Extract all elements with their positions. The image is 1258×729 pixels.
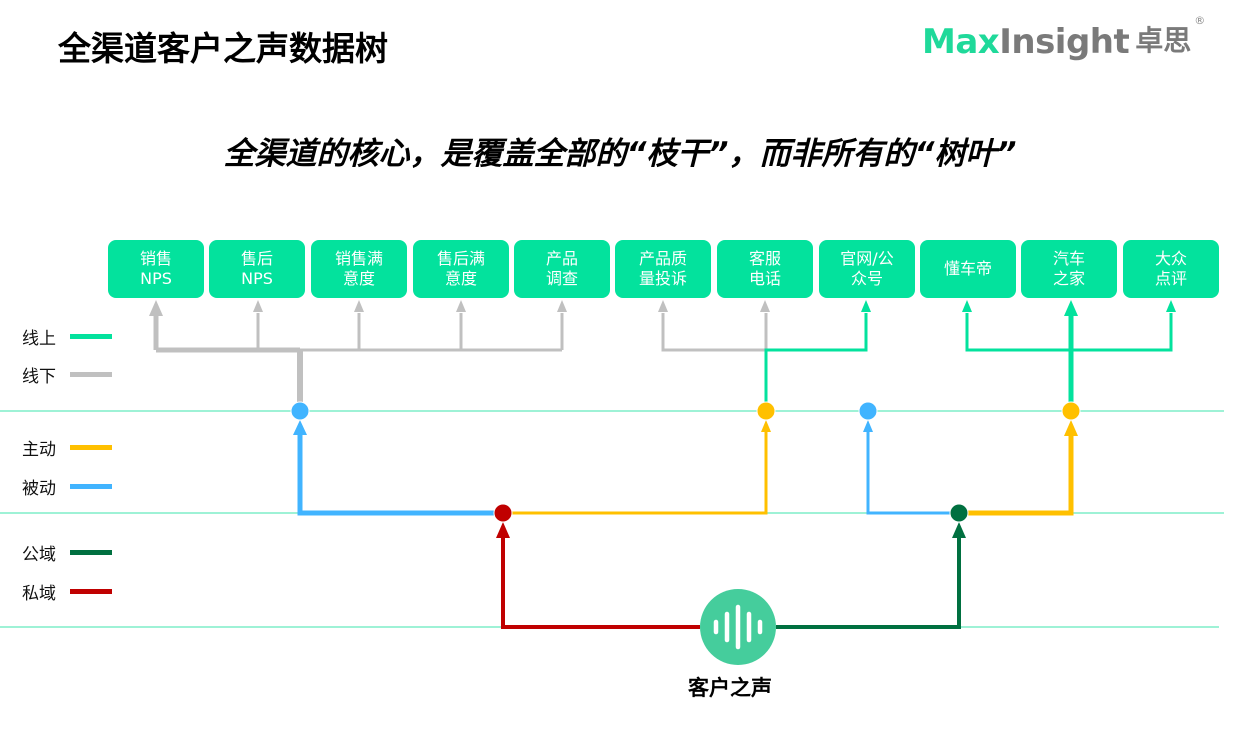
legend-label: 被动 xyxy=(22,479,56,499)
leaf-node-website-wechat: 官网/公 众号 xyxy=(819,240,915,298)
branch-bar xyxy=(965,313,1173,352)
sound-wave-icon xyxy=(713,604,763,650)
legend-swatch-offline xyxy=(70,372,112,377)
arrowheads-offline xyxy=(149,300,770,316)
line-active-2 xyxy=(959,434,1074,516)
root-node xyxy=(700,589,776,665)
arrowhead xyxy=(1064,420,1078,436)
line-public xyxy=(776,536,961,629)
legend-label: 线上 xyxy=(22,329,56,349)
root-label: 客户之声 xyxy=(688,676,772,700)
leaf-node-aftersales-nps: 售后 NPS xyxy=(209,240,305,298)
line-passive-1 xyxy=(297,434,503,516)
arrowheads-online xyxy=(962,300,1176,316)
arrowhead xyxy=(1064,300,1078,316)
arrowhead xyxy=(863,420,873,432)
leaf-node-sales-satisfaction: 销售满 意度 xyxy=(311,240,407,298)
leaf-node-autohome: 汽车 之家 xyxy=(1021,240,1117,298)
branch-trunk-online xyxy=(764,313,868,403)
legend-private: 私域 xyxy=(22,579,112,604)
logo-text-cn: 卓思 xyxy=(1135,24,1192,57)
node-active-2 xyxy=(1061,401,1081,421)
arrowhead xyxy=(760,300,770,312)
leaf-node-service-phone: 客服 电话 xyxy=(717,240,813,298)
page-title: 全渠道客户之声数据树 xyxy=(58,29,388,68)
legend-label: 公域 xyxy=(22,545,56,565)
arrowhead xyxy=(962,300,972,312)
arrowhead xyxy=(456,300,466,312)
legend-swatch-public xyxy=(70,550,112,555)
arrowhead xyxy=(1166,300,1176,312)
node-passive-1 xyxy=(290,401,310,421)
logo-text-insight: Insight xyxy=(999,22,1130,62)
branch-bar-offline xyxy=(661,313,768,352)
arrowhead xyxy=(149,300,163,316)
legend-active: 主动 xyxy=(22,435,112,460)
legend-offline: 线下 xyxy=(22,362,112,387)
node-active-1 xyxy=(756,401,776,421)
legend-label: 线下 xyxy=(22,367,56,387)
branch-active-group-1 xyxy=(661,313,868,403)
line-passive-2 xyxy=(866,432,959,515)
arrowhead xyxy=(952,522,966,538)
logo-text-max: Max xyxy=(922,22,1000,62)
legend-passive: 被动 xyxy=(22,474,112,499)
node-private xyxy=(493,503,513,523)
arrowhead xyxy=(557,300,567,312)
leaf-node-quality-complaint: 产品质 量投诉 xyxy=(615,240,711,298)
arrowhead xyxy=(496,522,510,538)
leaf-node-aftersales-satisfaction: 售后满 意度 xyxy=(413,240,509,298)
line-active-1 xyxy=(503,432,768,515)
leaf-node-sales-nps: 销售 NPS xyxy=(108,240,204,298)
line-private xyxy=(501,536,700,629)
arrowhead xyxy=(253,300,263,312)
subtitle: 全渠道的核心，是覆盖全部的“枝干”，而非所有的“树叶” xyxy=(223,136,1017,172)
arrowhead xyxy=(761,420,771,432)
legend-swatch-active xyxy=(70,445,112,450)
leaf-node-product-survey: 产品 调查 xyxy=(514,240,610,298)
arrowhead xyxy=(354,300,364,312)
legend-swatch-online xyxy=(70,334,112,339)
brand-logo: Max Insight 卓思 ® xyxy=(922,14,1205,62)
leaf-node-dianping: 大众 点评 xyxy=(1123,240,1219,298)
legend-swatch-private xyxy=(70,589,112,594)
registered-mark: ® xyxy=(1194,14,1206,27)
legend-label: 主动 xyxy=(22,440,56,460)
legend-label: 私域 xyxy=(22,584,56,604)
node-passive-2 xyxy=(858,401,878,421)
arrowhead xyxy=(658,300,668,312)
legend-public: 公域 xyxy=(22,540,112,565)
branch-offline-group-1 xyxy=(153,313,564,403)
node-public xyxy=(949,503,969,523)
arrowhead xyxy=(861,300,871,312)
legend-online: 线上 xyxy=(22,324,112,349)
branch-active-group-2 xyxy=(965,313,1173,403)
legend-swatch-passive xyxy=(70,484,112,489)
arrowhead xyxy=(293,420,307,435)
leaf-node-dongchedi: 懂车帝 xyxy=(920,240,1016,298)
